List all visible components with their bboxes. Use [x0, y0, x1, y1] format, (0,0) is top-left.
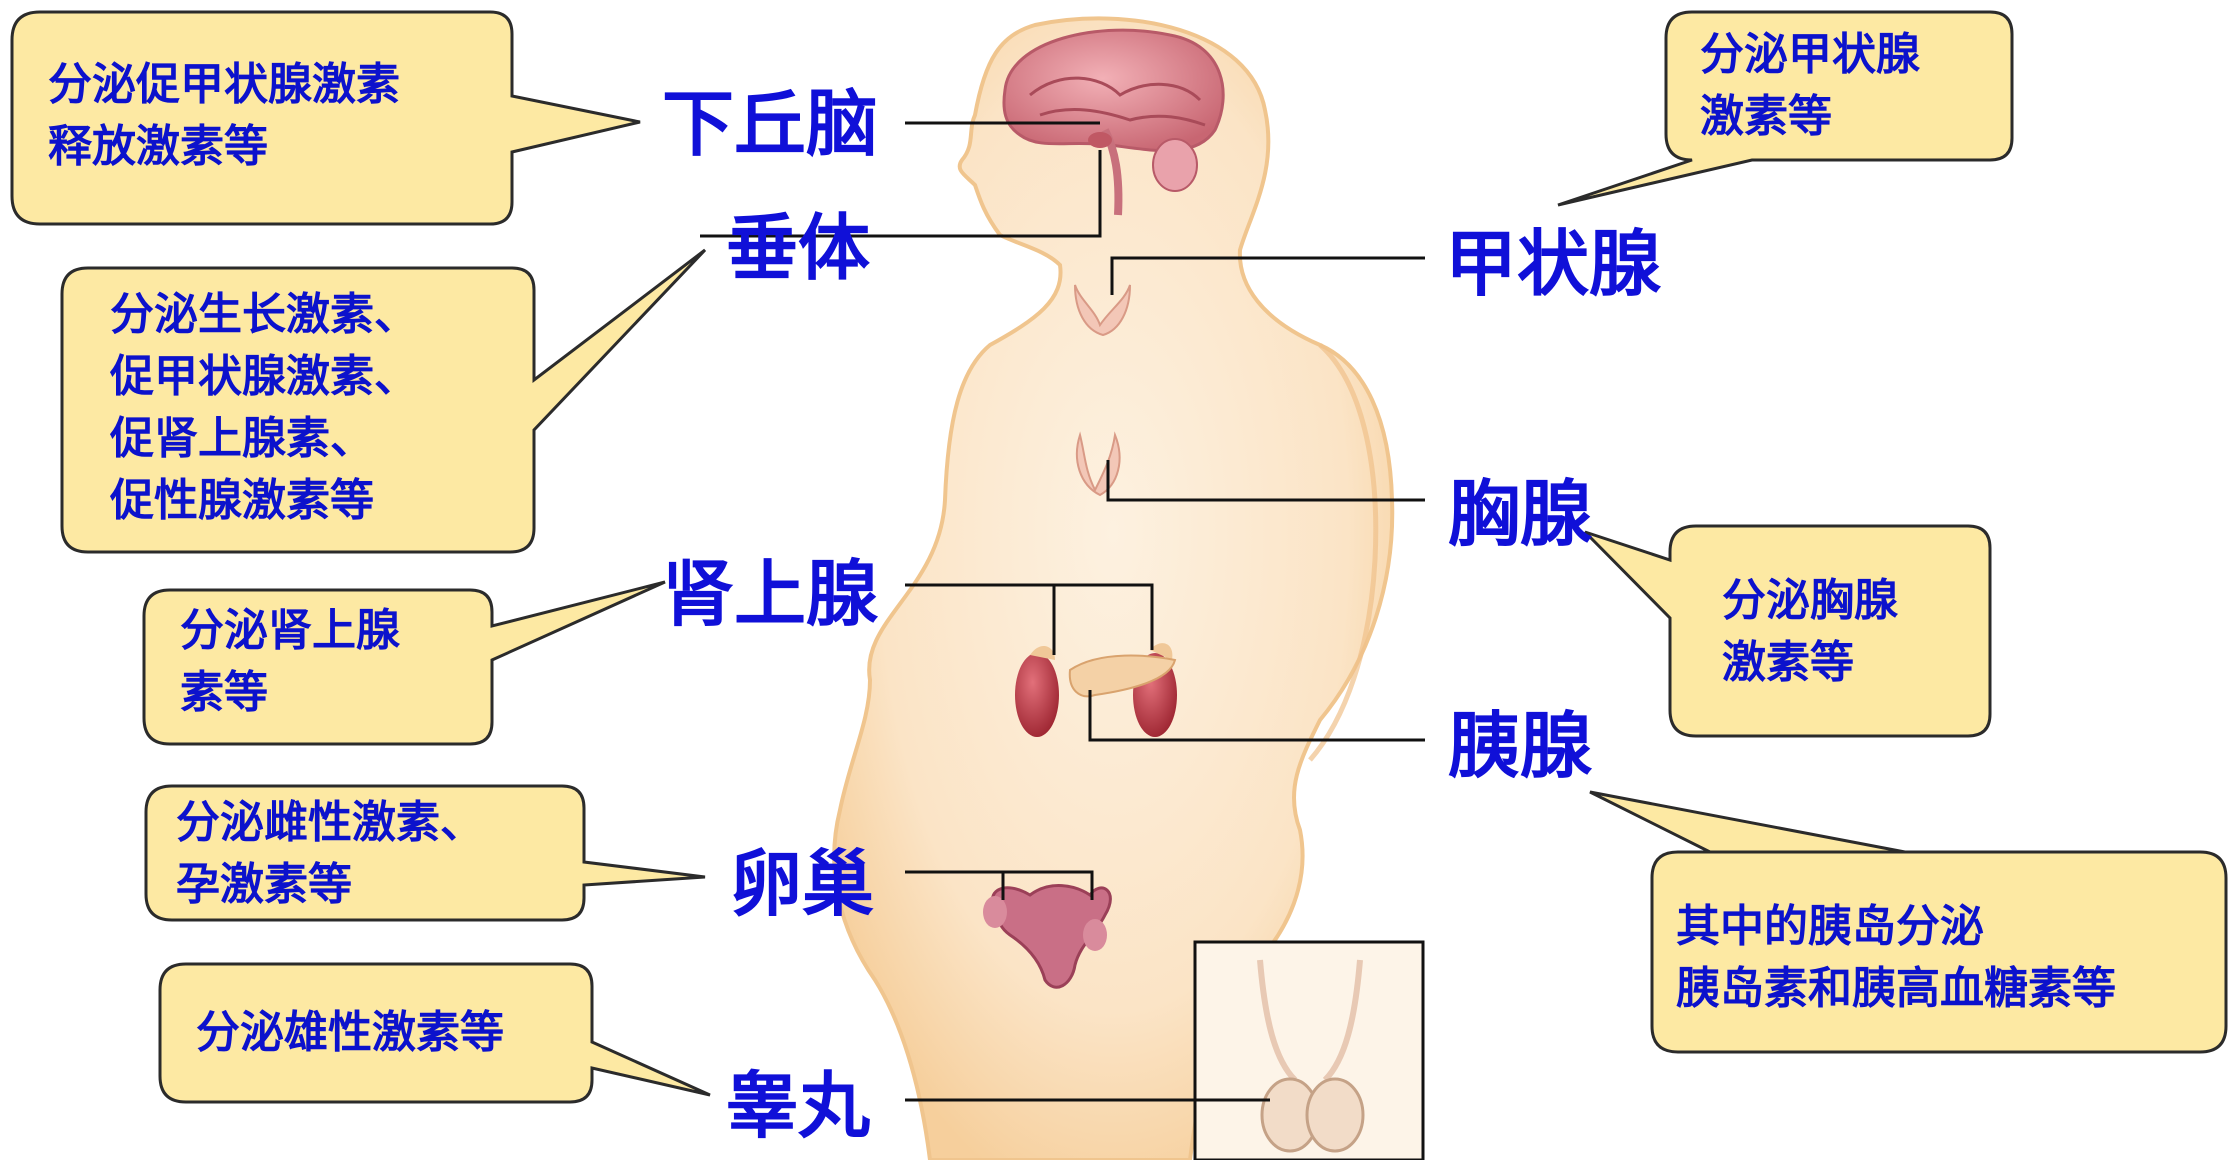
testis-inset [1195, 942, 1423, 1160]
note-line: 促肾上腺素、 [110, 408, 418, 470]
label-ovary: 卵巢 [730, 848, 874, 920]
label-pituitary: 垂体 [726, 212, 870, 284]
note-pancreas: 其中的胰岛分泌 胰岛素和胰高血糖素等 [1676, 896, 2116, 1020]
note-testis: 分泌雄性激素等 [196, 1002, 504, 1064]
note-thymus: 分泌胸腺 激素等 [1722, 570, 1898, 694]
note-adrenal: 分泌肾上腺 素等 [180, 600, 400, 724]
note-pituitary: 分泌生长激素、 促甲状腺激素、 促肾上腺素、 促性腺激素等 [110, 284, 418, 532]
note-ovary: 分泌雌性激素、 孕激素等 [176, 792, 484, 916]
label-adrenal: 肾上腺 [662, 558, 878, 630]
note-line: 释放激素等 [48, 116, 400, 178]
note-line: 促性腺激素等 [110, 470, 418, 532]
note-line: 分泌雄性激素等 [196, 1002, 504, 1064]
note-line: 分泌肾上腺 [180, 600, 400, 662]
note-line: 激素等 [1700, 86, 1920, 148]
label-thyroid: 甲状腺 [1445, 228, 1661, 300]
note-line: 其中的胰岛分泌 [1676, 896, 2116, 958]
note-line: 激素等 [1722, 632, 1898, 694]
note-line: 分泌胸腺 [1722, 570, 1898, 632]
note-thyroid: 分泌甲状腺 激素等 [1700, 24, 1920, 148]
label-pancreas: 胰腺 [1448, 710, 1592, 782]
note-hypothalamus: 分泌促甲状腺激素 释放激素等 [48, 54, 400, 178]
label-testis: 睾丸 [726, 1070, 870, 1142]
label-hypothalamus: 下丘脑 [662, 88, 878, 160]
note-line: 胰岛素和胰高血糖素等 [1676, 958, 2116, 1020]
note-line: 促甲状腺激素、 [110, 346, 418, 408]
label-thymus: 胸腺 [1448, 478, 1592, 550]
note-line: 孕激素等 [176, 854, 484, 916]
note-line: 素等 [180, 662, 400, 724]
note-line: 分泌生长激素、 [110, 284, 418, 346]
note-line: 分泌促甲状腺激素 [48, 54, 400, 116]
note-line: 分泌雌性激素、 [176, 792, 484, 854]
note-line: 分泌甲状腺 [1700, 24, 1920, 86]
